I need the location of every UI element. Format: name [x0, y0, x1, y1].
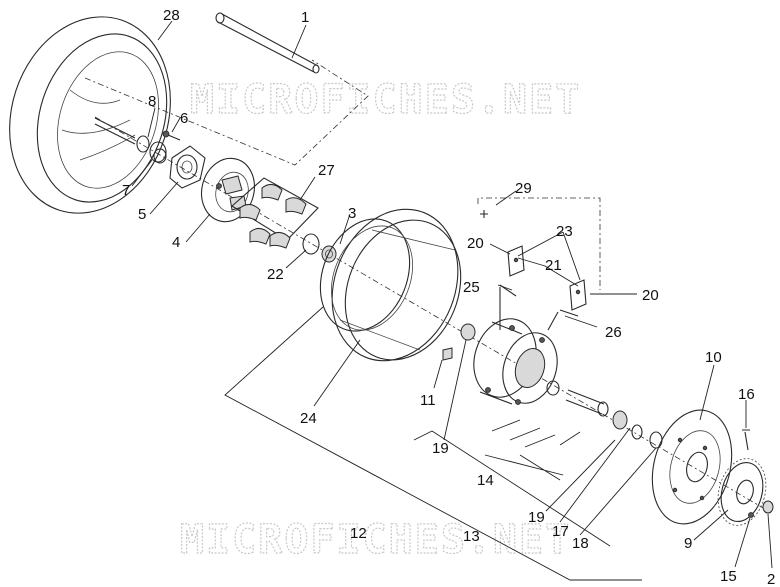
callout-28: 28: [163, 7, 180, 24]
callout-29: 29: [515, 180, 532, 197]
rubber-dampers-27: [231, 177, 319, 249]
leader-lines: [131, 20, 773, 569]
callout-7: 7: [122, 182, 130, 199]
axle-nut-2: [762, 500, 774, 514]
callout-20-left: 20: [467, 235, 484, 252]
bolt-16: [742, 429, 750, 451]
callout-10: 10: [705, 349, 722, 366]
callout-20-right: 20: [642, 287, 659, 304]
callout-12: 12: [350, 525, 367, 542]
bracket-12: [224, 306, 642, 581]
valve-11: [442, 347, 453, 361]
wheel-rim-24: [319, 208, 462, 362]
callout-18: 18: [572, 535, 589, 552]
brake-disc-10: [651, 409, 733, 525]
assembly-axis-line: [94, 116, 771, 513]
callout-5: 5: [138, 206, 146, 223]
callout-13: 13: [463, 528, 480, 545]
callout-2: 2: [767, 571, 775, 587]
sensor-reference-line: [477, 197, 601, 290]
callout-6: 6: [180, 110, 188, 127]
axle-reference-line: [84, 59, 369, 166]
axle: [215, 12, 320, 74]
callout-27: 27: [318, 162, 335, 179]
callout-9: 9: [684, 535, 692, 552]
callout-16: 16: [738, 386, 755, 403]
bearing-19-left: [460, 323, 476, 341]
spacer-ring-8: [136, 135, 150, 153]
bracket-13: [413, 430, 611, 547]
callout-24: 24: [300, 410, 317, 427]
spoke-26: [547, 309, 579, 331]
callout-26: 26: [605, 324, 622, 341]
callout-3: 3: [348, 205, 356, 222]
spoke-25: [499, 284, 517, 330]
wheel-hub: [473, 318, 558, 405]
callout-22: 22: [267, 266, 284, 283]
watermark-top: MICROFICHES.NET: [190, 77, 581, 123]
callout-15: 15: [720, 568, 737, 585]
tyre: [9, 16, 171, 214]
screw-29: [480, 210, 488, 218]
callout-1: 1: [301, 9, 309, 26]
bracket-14: [484, 419, 581, 481]
callout-19-left: 19: [432, 440, 449, 457]
bearing-3: [321, 245, 337, 263]
callout-25: 25: [463, 279, 480, 296]
watermark-bottom: MICROFICHES.NET: [180, 517, 571, 563]
seal-ring-7: [149, 141, 167, 163]
callout-21: 21: [545, 257, 562, 274]
callout-19-right: 19: [528, 509, 545, 526]
nut-15: [748, 512, 754, 518]
callout-8: 8: [148, 93, 156, 110]
flange-5: [169, 145, 206, 189]
sprocket-9: [717, 458, 767, 526]
circlip-7: [153, 148, 167, 164]
callout-14: 14: [477, 472, 494, 489]
spoke-nipple-kit: [507, 245, 587, 311]
o-ring-22: [302, 233, 320, 255]
callout-17: 17: [552, 523, 569, 540]
screw-6: [162, 130, 181, 141]
spacer-and-bearings: [546, 380, 663, 449]
callout-23: 23: [556, 223, 573, 240]
callout-4: 4: [172, 234, 180, 251]
callout-11: 11: [420, 392, 436, 409]
